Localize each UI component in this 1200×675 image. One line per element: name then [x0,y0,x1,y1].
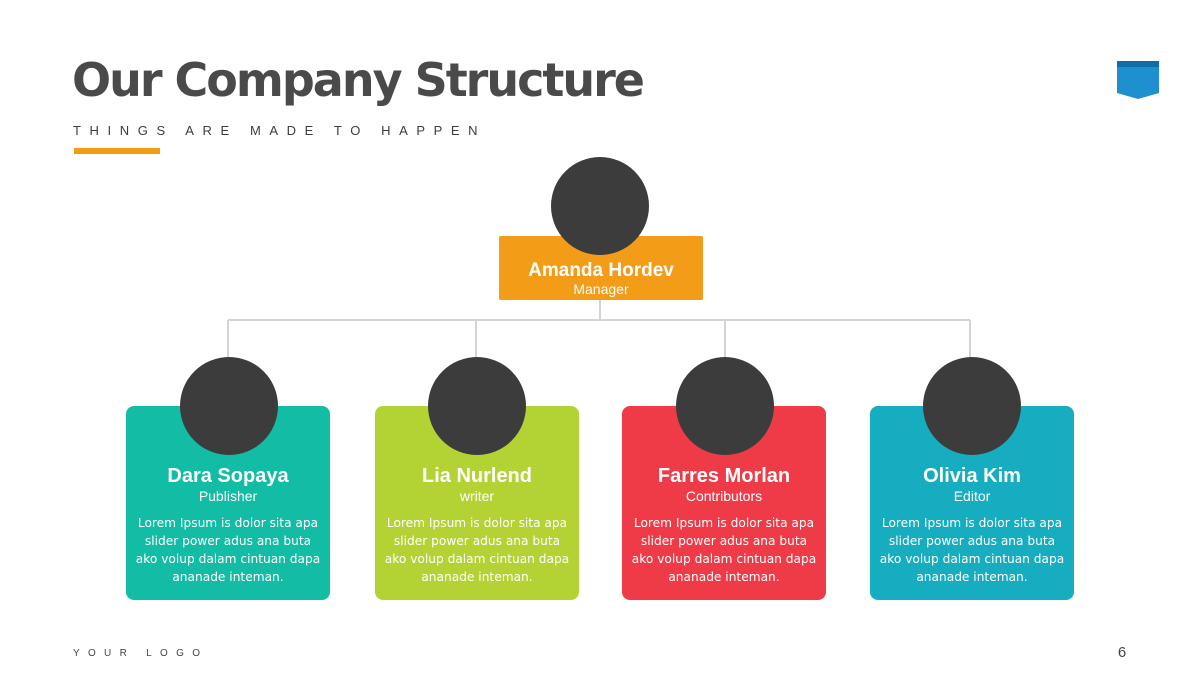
member-role: Publisher [198,488,258,504]
member-avatar-4 [923,357,1021,455]
manager-name: Amanda Hordev [528,260,674,281]
member-description: Lorem Ipsum is dolor sita apa slider pow… [879,516,1065,584]
member-description: Lorem Ipsum is dolor sita apa slider pow… [135,516,321,584]
member-avatar-3 [676,357,774,455]
member-name: Lia Nurlend [421,465,532,487]
member-name: Dara Sopaya [167,465,289,487]
member-avatar-2 [428,357,526,455]
member-role: Editor [953,488,991,504]
member-description: Lorem Ipsum is dolor sita apa slider pow… [384,516,570,584]
manager-box: Amanda Hordev Manager [499,236,703,300]
member-name: Farres Morlan [657,465,791,487]
slide-subtitle: THINGS ARE MADE TO HAPPEN [73,123,487,138]
title-underline [74,148,160,154]
member-description: Lorem Ipsum is dolor sita apa slider pow… [631,516,817,584]
manager-role: Manager [573,281,629,297]
member-name: Olivia Kim [923,465,1021,487]
bookmark-badge-icon [1117,61,1159,99]
member-role: writer [459,488,495,504]
bookmark-badge-shape [1117,61,1159,99]
bookmark-badge-band [1117,61,1159,67]
page-number: 6 [1117,644,1127,661]
manager-avatar [551,157,649,255]
member-avatar-1 [180,357,278,455]
slide-title: Our Company Structure [72,53,645,107]
member-card-1: Dara Sopaya Publisher Lorem Ipsum is dol… [126,406,330,600]
member-role: Contributors [685,488,763,504]
footer-logo-text: YOUR LOGO [73,648,209,659]
